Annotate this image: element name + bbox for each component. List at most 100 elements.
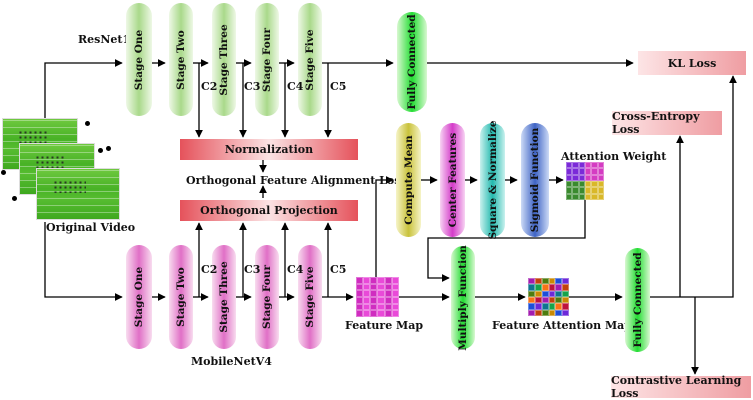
feature-attention-map-cell — [555, 303, 563, 310]
attention-weight-cell — [585, 193, 592, 200]
feature-map-cell — [377, 277, 385, 284]
attention-weight-cell — [566, 180, 573, 188]
feature-attention-map-cell — [555, 309, 563, 316]
feature-attention-map-grid — [528, 278, 569, 316]
attention-weight-cell — [578, 187, 585, 194]
feature-map-cell — [363, 283, 371, 291]
feature-attention-map-cell — [562, 309, 569, 316]
feature-attention-map-cell — [562, 296, 569, 304]
resnet18-label: ResNet18 — [78, 33, 138, 46]
attention-weight-cell — [578, 180, 585, 188]
attention-weight-cell — [597, 174, 604, 181]
student-stage-two: Stage Two — [169, 245, 193, 349]
student-feature-c5: C5 — [330, 263, 347, 276]
attention-weight-cell — [597, 162, 604, 169]
video-dot — [12, 196, 17, 201]
feature-attention-map-cell — [562, 290, 569, 297]
feature-map-cell — [356, 303, 364, 311]
feature-map-cell — [384, 283, 392, 291]
feature-attention-map-cell — [548, 309, 556, 316]
feature-attention-map-cell — [541, 278, 549, 285]
feature-attention-map-cell — [528, 309, 535, 316]
teacher-stage-three: Stage Three — [212, 3, 236, 116]
square-normalize-block: Square & Normalize — [480, 120, 505, 240]
attention-weight-cell — [578, 162, 585, 169]
attention-weight-cell — [572, 162, 579, 169]
feature-attention-map-cell — [548, 296, 556, 304]
attention-weight-cell — [597, 193, 604, 200]
feature-map-cell — [363, 310, 371, 317]
video-frame-3 — [36, 168, 120, 220]
feature-map-cell — [356, 277, 364, 284]
original-video-label: Original Video — [46, 221, 136, 234]
feature-map-cell — [370, 277, 378, 284]
feature-attention-map-cell — [534, 278, 542, 285]
student-feature-c2: C2 — [201, 263, 218, 276]
feature-attention-map-cell — [562, 284, 569, 291]
feature-map-cell — [356, 290, 364, 297]
sigmoid-function-block: Sigmoid Function — [521, 123, 549, 237]
attention-weight-cell — [591, 187, 598, 194]
feature-attention-map-cell — [534, 290, 542, 297]
feature-map-cell — [384, 310, 392, 317]
feature-map-cell — [370, 290, 378, 297]
feature-map-cell — [384, 277, 392, 284]
feature-attention-map-cell — [548, 284, 556, 291]
feature-attention-map-cell — [528, 296, 535, 304]
student-fully-connected: Fully Connected — [625, 248, 650, 352]
feature-attention-map-cell — [528, 290, 535, 297]
feature-attention-map-cell — [555, 296, 563, 304]
feature-map-cell — [377, 310, 385, 317]
teacher-feature-c4: C4 — [287, 80, 304, 93]
teacher-feature-c5: C5 — [330, 80, 347, 93]
feature-map-label: Feature Map — [345, 319, 424, 332]
teacher-stage-one: Stage One — [126, 3, 152, 116]
feature-map-cell — [363, 277, 371, 284]
attention-weight-cell — [585, 187, 592, 194]
feature-map-cell — [377, 290, 385, 297]
teacher-feature-c3: C3 — [244, 80, 261, 93]
feature-map-cell — [377, 283, 385, 291]
feature-map-cell — [384, 296, 392, 304]
feature-map-cell — [370, 283, 378, 291]
multiply-function-block: Multiply Function — [451, 245, 475, 350]
video-dot — [98, 148, 103, 153]
video-dot — [85, 121, 90, 126]
kl-loss-box: KL Loss — [638, 51, 746, 75]
feature-map-cell — [370, 296, 378, 304]
attention-weight-cell — [585, 174, 592, 181]
feature-attention-map-cell — [541, 290, 549, 297]
feature-attention-map-cell — [541, 296, 549, 304]
feature-attention-map-cell — [555, 284, 563, 291]
feature-map-cell — [391, 283, 399, 291]
attention-weight-cell — [591, 193, 598, 200]
attention-weight-cell — [578, 168, 585, 175]
feature-map-cell — [370, 303, 378, 311]
student-stage-three: Stage Three — [212, 245, 236, 349]
attention-weight-cell — [566, 193, 573, 200]
attention-weight-cell — [572, 193, 579, 200]
teacher-stage-two: Stage Two — [169, 3, 193, 116]
attention-weight-cell — [591, 162, 598, 169]
attention-weight-cell — [597, 187, 604, 194]
attention-weight-cell — [597, 168, 604, 175]
normalization-block: Normalization — [180, 139, 358, 160]
feature-attention-map-cell — [562, 278, 569, 285]
attention-weight-cell — [591, 180, 598, 188]
feature-attention-map-label: Feature Attention Map — [492, 319, 632, 332]
feature-map-cell — [356, 310, 364, 317]
feature-attention-map-cell — [528, 303, 535, 310]
teacher-stage-four: Stage Four — [255, 3, 279, 116]
contrastive-learning-loss-box: Contrastive Learning Loss — [611, 374, 751, 400]
video-dot — [1, 170, 6, 175]
orthogonal-projection-block: Orthogonal Projection — [180, 200, 358, 221]
teacher-fully-connected: Fully Connected — [397, 12, 427, 112]
feature-attention-map-cell — [555, 278, 563, 285]
feature-attention-map-cell — [541, 284, 549, 291]
feature-map-cell — [370, 310, 378, 317]
feature-map-cell — [391, 310, 399, 317]
feature-map-cell — [384, 303, 392, 311]
feature-attention-map-cell — [562, 303, 569, 310]
